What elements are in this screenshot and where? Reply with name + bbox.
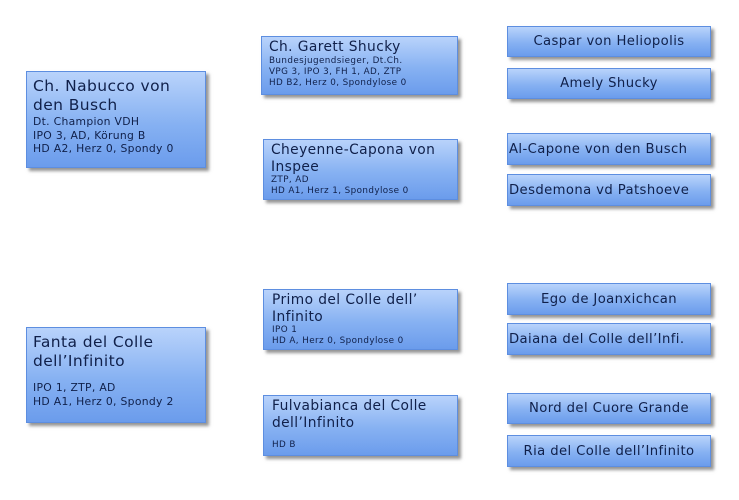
dam-training: IPO 1, ZTP, AD	[33, 381, 116, 394]
sire-sire-box[interactable]: Ch. Garett Shucky Bundesjugendsieger, Dt…	[261, 36, 458, 95]
sire-box[interactable]: Ch. Nabucco von den Busch Dt. Champion V…	[26, 71, 206, 168]
dam-sire-training: IPO 1	[272, 325, 298, 335]
dam-sire-sire-name: Ego de Joanxichcan	[540, 291, 677, 307]
dam-dam-name: Fulvabianca del Colle dell’Infinito	[272, 398, 427, 431]
sire-title: Dt. Champion VDH	[33, 115, 140, 128]
sire-dam-box[interactable]: Cheyenne-Capona von Inspee ZTP, AD HD A1…	[263, 139, 458, 200]
dam-name: Fanta del Colle dell’Infinito	[33, 333, 154, 370]
dam-dam-dam-name: Ria del Colle dell’Infinito	[523, 443, 695, 459]
sire-sire-title: Bundesjugendsieger, Dt.Ch.	[269, 55, 403, 66]
sire-sire-name: Ch. Garett Shucky	[269, 39, 401, 55]
sire-dam-health: HD A1, Herz 1, Spondylose 0	[271, 186, 409, 196]
dam-sire-box[interactable]: Primo del Colle dell’ Infinito IPO 1 HD …	[263, 289, 458, 350]
dam-sire-dam-name: Daiana del Colle dell’Infi.	[509, 331, 685, 347]
sire-sire-training: VPG 3, IPO 3, FH 1, AD, ZTP	[269, 66, 402, 77]
sire-dam-name: Cheyenne-Capona von Inspee	[271, 142, 436, 175]
dam-dam-sire-name: Nord del Cuore Grande	[528, 401, 690, 416]
sire-dam-dam-name: Desdemona vd Patshoeve	[509, 182, 690, 198]
dam-sire-sire-box[interactable]: Ego de Joanxichcan	[507, 283, 711, 315]
dam-dam-dam-box[interactable]: Ria del Colle dell’Infinito	[507, 435, 711, 467]
dam-dam-box[interactable]: Fulvabianca del Colle dell’Infinito HD B	[263, 395, 458, 456]
sire-training: IPO 3, AD, Körung B	[33, 128, 146, 142]
dam-dam-sire-box[interactable]: Nord del Cuore Grande	[507, 393, 711, 424]
dam-sire-health: HD A, Herz 0, Spondylose 0	[272, 336, 404, 346]
sire-sire-sire-name: Caspar von Heliopolis	[533, 34, 685, 49]
sire-sire-dam-name: Amely Shucky	[560, 76, 658, 91]
dam-sire-dam-box[interactable]: Daiana del Colle dell’Infi.	[507, 323, 711, 355]
sire-sire-sire-box[interactable]: Caspar von Heliopolis	[507, 26, 711, 57]
sire-health: HD A2, Herz 0, Spondy 0	[33, 142, 174, 155]
sire-dam-training: ZTP, AD	[271, 175, 309, 185]
sire-dam-dam-box[interactable]: Desdemona vd Patshoeve	[507, 174, 711, 206]
sire-sire-dam-box[interactable]: Amely Shucky	[507, 68, 711, 99]
dam-dam-health: HD B	[272, 440, 296, 450]
sire-sire-health: HD B2, Herz 0, Spondylose 0	[269, 77, 407, 88]
sire-dam-sire-box[interactable]: Al-Capone von den Busch	[507, 133, 711, 165]
dam-box[interactable]: Fanta del Colle dell’Infinito IPO 1, ZTP…	[26, 327, 206, 423]
sire-dam-sire-name: Al-Capone von den Busch	[509, 141, 688, 157]
dam-sire-name: Primo del Colle dell’ Infinito	[272, 292, 418, 325]
sire-name: Ch. Nabucco von den Busch	[33, 77, 171, 114]
dam-health: HD A1, Herz 0, Spondy 2	[33, 394, 174, 408]
